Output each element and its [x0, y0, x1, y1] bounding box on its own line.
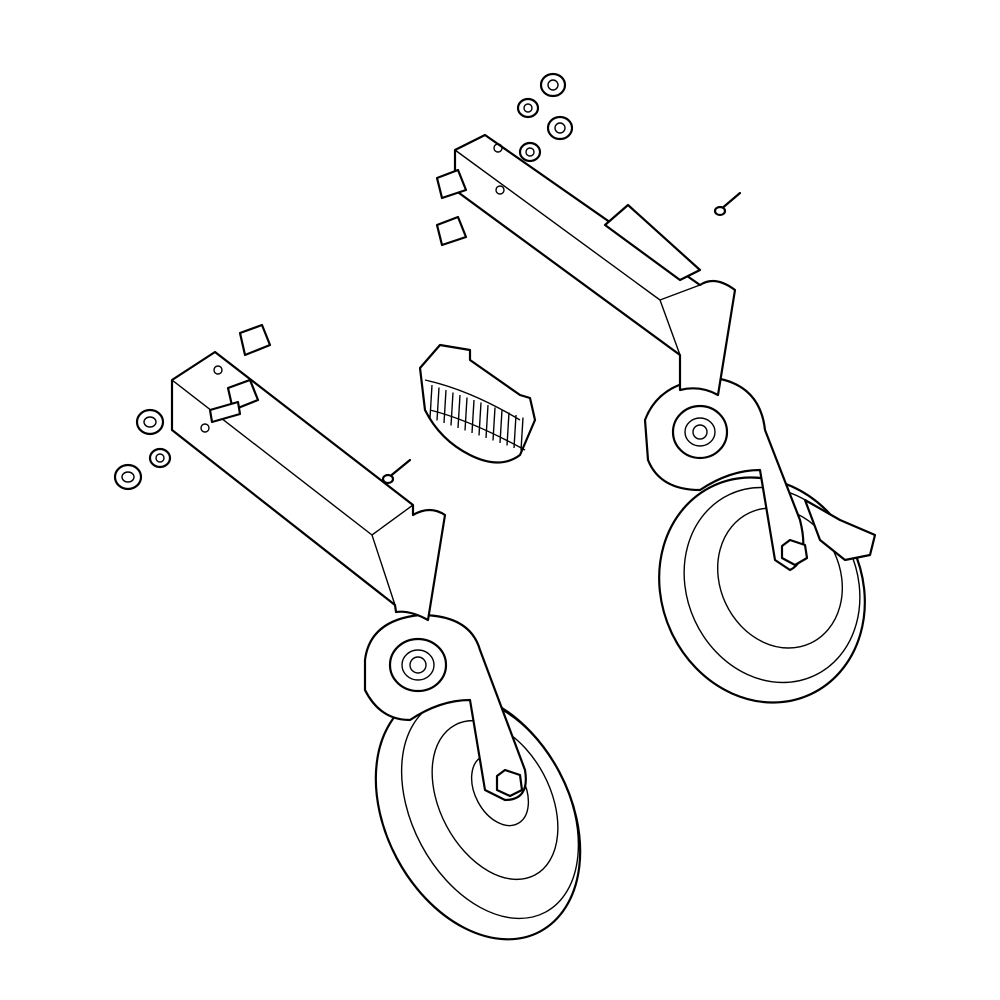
pad-rib	[429, 384, 433, 419]
pad-rib	[471, 399, 475, 434]
left-nuts-washers	[113, 408, 172, 491]
axle-nut	[780, 538, 809, 567]
pad-rib	[520, 417, 524, 451]
pad-rib	[464, 397, 468, 431]
bolt	[238, 323, 272, 357]
left-screw	[381, 458, 412, 485]
pad-ribs	[429, 384, 524, 451]
pad-rib	[436, 387, 440, 421]
pad-rib	[478, 402, 482, 436]
right-bracket	[435, 133, 737, 397]
pad-rib	[506, 412, 510, 446]
axle-nut	[495, 768, 524, 798]
right-screw	[713, 191, 742, 217]
left-caster-assembly	[113, 323, 582, 941]
bolt	[435, 168, 468, 200]
right-caster-assembly	[435, 72, 877, 704]
left-bracket	[170, 323, 447, 622]
right-swivel-fork	[643, 376, 877, 572]
left-wheel	[374, 689, 582, 941]
rear-bracket	[603, 203, 702, 282]
bolt-shank	[208, 400, 242, 424]
rubber-pad	[418, 343, 537, 464]
pad-rib	[443, 389, 447, 424]
pad-rib	[492, 407, 496, 441]
brake-lever	[803, 498, 877, 562]
pad-rib	[499, 409, 503, 444]
pad-rib	[450, 392, 454, 426]
right-nuts-washers	[516, 72, 574, 163]
pad-rib	[513, 414, 517, 449]
pad-rib	[485, 404, 489, 439]
pad-rib	[457, 394, 461, 429]
left-swivel-fork	[363, 613, 527, 802]
bolt	[435, 215, 468, 247]
